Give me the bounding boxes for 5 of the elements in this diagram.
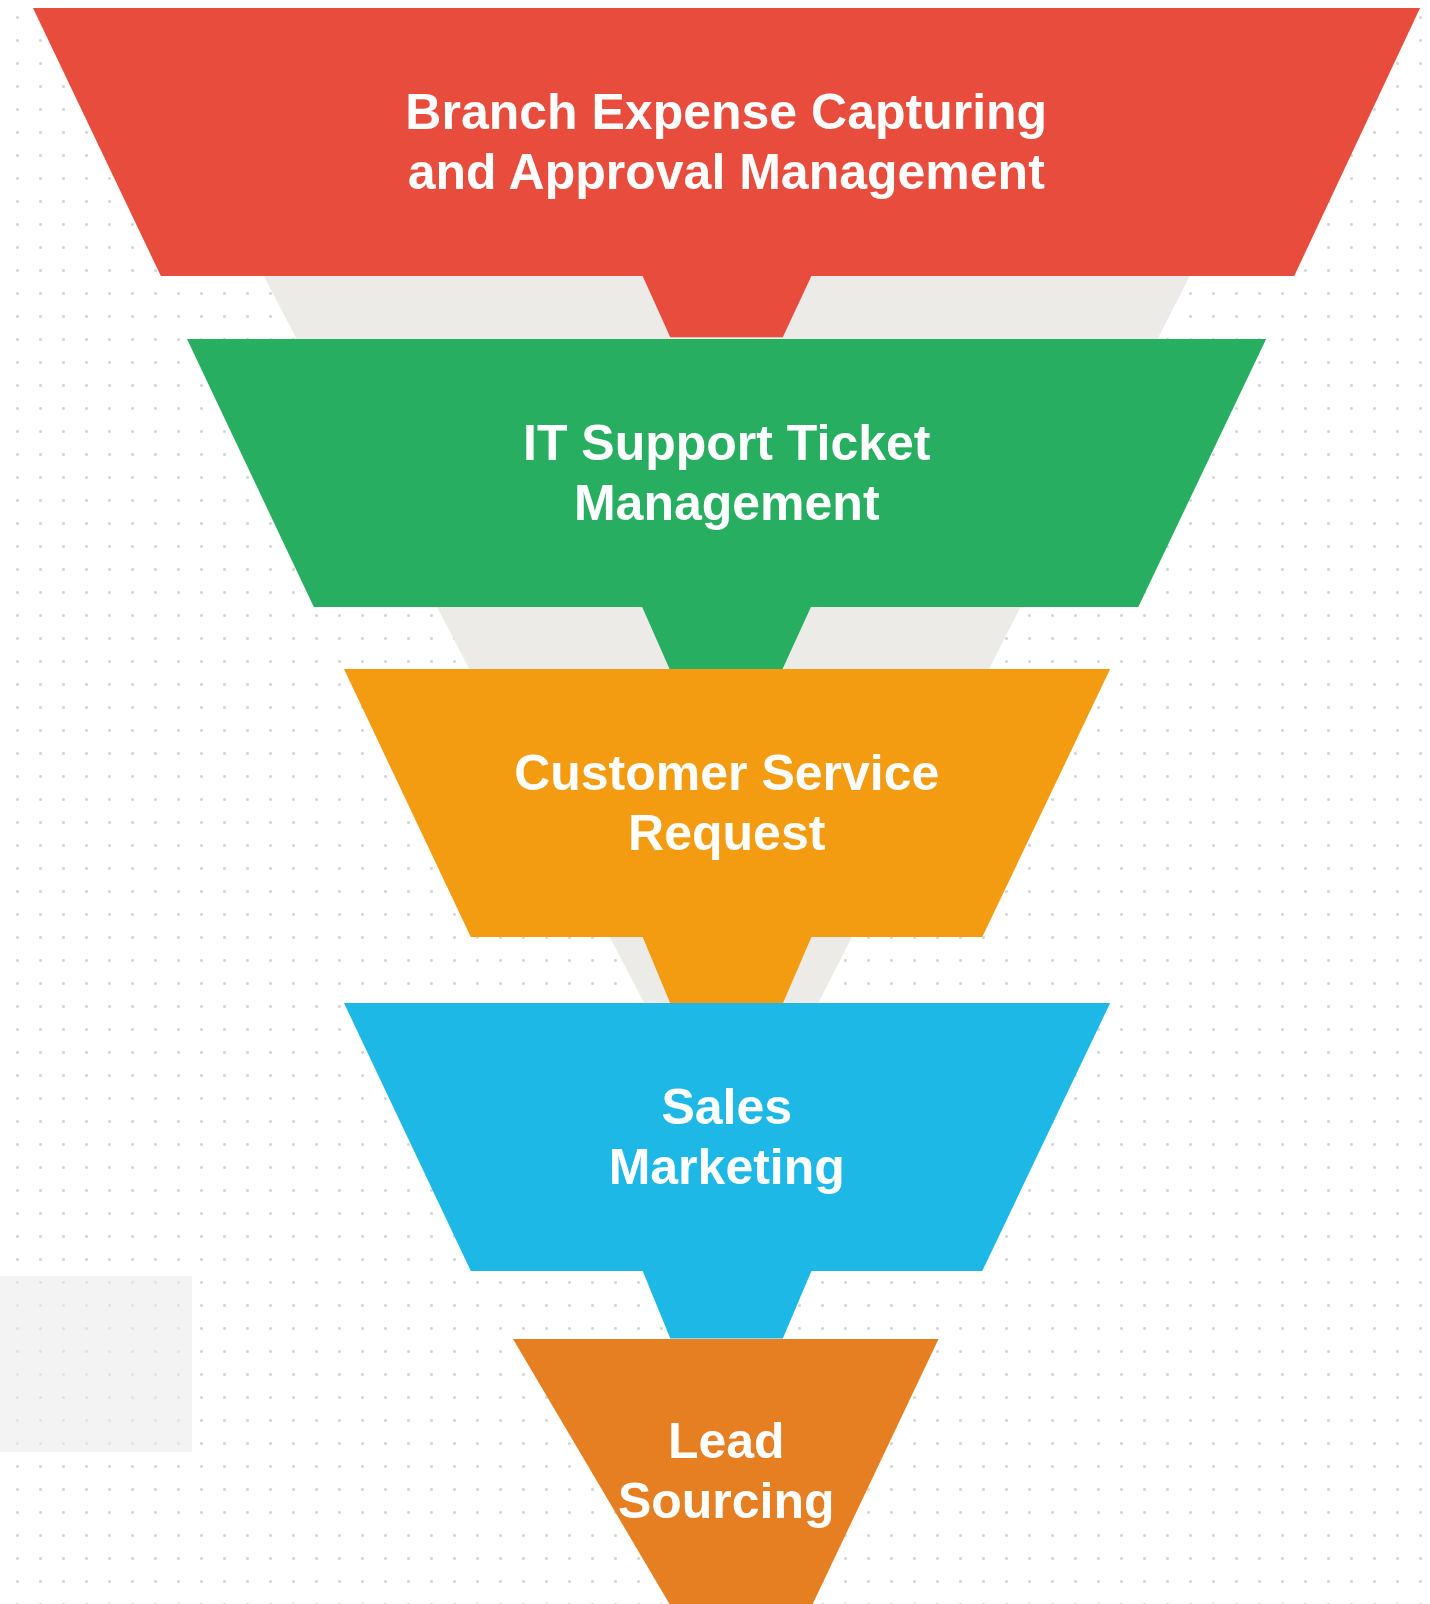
- stage-label: Lead Sourcing: [616, 1412, 836, 1532]
- stage-label: IT Support Ticket Management: [522, 413, 932, 533]
- stage-label: Customer Service Request: [513, 743, 941, 863]
- stage-label: Branch Expense Capturing and Approval Management: [404, 83, 1049, 203]
- stage-label: Sales Marketing: [607, 1078, 846, 1198]
